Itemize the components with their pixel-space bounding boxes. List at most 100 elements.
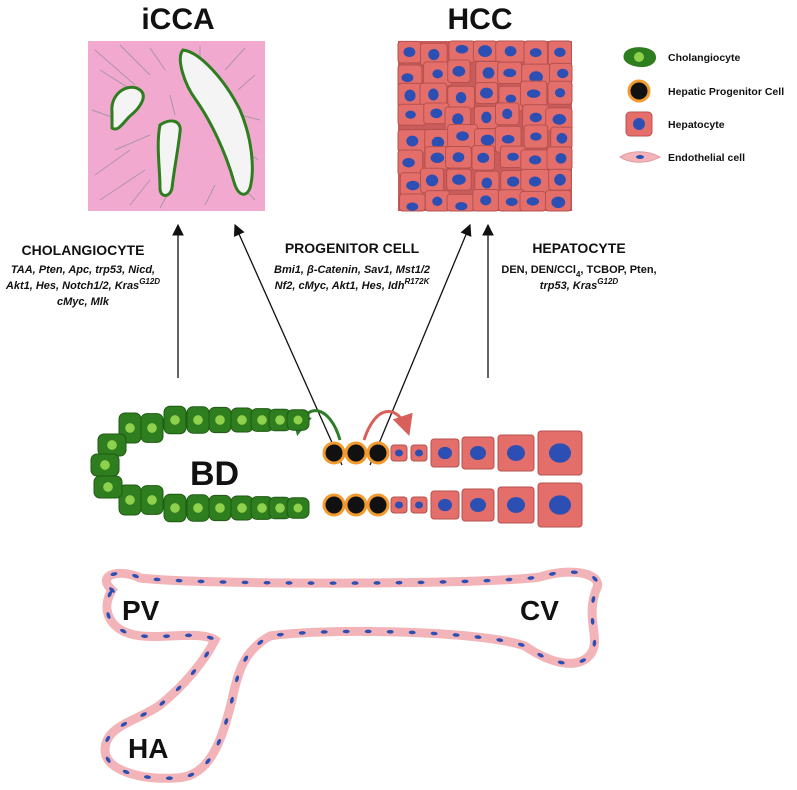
legend-endothelial-label: Endothelial cell — [668, 152, 745, 164]
progenitor-line2: Nf2, cMyc, Akt1, Hes, IdhR172K — [275, 277, 431, 292]
endothelial-nucleus — [141, 634, 149, 639]
hepatic-progenitor-cell — [366, 493, 390, 517]
hepatic-progenitor-cell — [322, 441, 346, 465]
endothelial-nucleus — [505, 577, 513, 582]
hepatocyte-cords — [322, 430, 583, 528]
endothelial-nucleus — [219, 580, 227, 584]
endothelial-nucleus — [537, 652, 544, 658]
endothelial-nucleus — [165, 776, 173, 781]
endothelial-nucleus — [163, 634, 171, 638]
endothelial-nucleus — [579, 658, 587, 663]
endothelial-nucleus — [122, 769, 130, 775]
endothelial-nucleus — [298, 631, 306, 635]
endothelial-nucleus — [132, 573, 139, 579]
endothelial-nucleus — [159, 700, 166, 706]
endothelial-nucleus — [430, 631, 438, 636]
cholangiocyte-heading: CHOLANGIOCYTE — [22, 242, 145, 258]
endothelial-nucleus — [417, 580, 425, 585]
endothelial-nucleus — [106, 612, 111, 619]
title-icca: iCCA — [141, 3, 214, 36]
endothelial-nucleus — [229, 696, 234, 704]
cholangiocyte-line1: TAA, Pten, Apc, trp53, Nicd, — [11, 264, 155, 276]
endothelial-nucleus — [591, 595, 596, 603]
lineage-arrows — [172, 223, 494, 466]
endothelial-nucleus — [373, 581, 381, 585]
hepatic-progenitor-cell — [344, 493, 368, 517]
endothelial-nucleus — [452, 633, 460, 637]
endothelial-nucleus — [257, 639, 264, 645]
hepatocyte-heading: HEPATOCYTE — [532, 240, 625, 256]
hepatocyte-line1: DEN, DEN/CCl4, TCBOP, Pten, — [501, 264, 656, 279]
endothelial-nucleus — [395, 580, 403, 585]
endothelial-nucleus — [285, 581, 293, 585]
endothelial-nucleus — [143, 775, 151, 779]
endothelial-nucleus — [548, 571, 556, 576]
endothelial-nucleus — [329, 581, 337, 585]
arrow-progenitor-to-hcc — [369, 223, 472, 466]
label-central-vein: CV — [520, 595, 559, 626]
endothelial-nucleus — [185, 633, 193, 638]
endothelial-nucleus — [110, 572, 118, 576]
progenitor-genes: PROGENITOR CELL Bmi1, β-Catenin, Sav1, M… — [274, 240, 431, 292]
endothelial-nucleus — [557, 660, 565, 665]
endothelial-nucleus — [461, 579, 469, 584]
progenitor-heading: PROGENITOR CELL — [285, 240, 420, 256]
endothelial-nucleus — [320, 630, 328, 634]
endothelial-nucleus — [483, 578, 491, 583]
endothelial-nucleus — [474, 635, 482, 639]
label-portal-vein: PV — [122, 595, 160, 626]
hepatic-progenitor-cell — [366, 441, 390, 465]
cholangiocyte-line2: Akt1, Hes, Notch1/2, KrasG12D — [5, 277, 160, 292]
endothelial-nucleus — [307, 581, 315, 585]
endothelial-nucleus — [153, 577, 161, 582]
endothelial-nucleus — [205, 758, 211, 765]
endothelial-nucleus — [527, 576, 535, 580]
endothelial-nucleus — [187, 772, 195, 778]
title-hcc: HCC — [448, 3, 513, 36]
hepatic-progenitor-cell — [344, 441, 368, 465]
endothelial-nucleus — [175, 578, 183, 583]
legend-progenitor-label: Hepatic Progenitor Cell — [668, 86, 784, 98]
endothelial-nucleus — [590, 617, 595, 625]
endothelial-nucleus — [206, 635, 214, 640]
endothelial-nucleus — [235, 675, 240, 683]
endothelial-nucleus — [439, 580, 447, 584]
endothelial-nucleus — [109, 587, 115, 593]
hepatic-progenitor-cell — [322, 493, 346, 517]
endothelial-nucleus — [342, 629, 350, 634]
endothelial-nucleus — [120, 722, 128, 727]
endothelial-nucleus — [364, 629, 372, 634]
endothelial-nucleus — [386, 629, 394, 634]
endothelial-nucleus — [224, 718, 229, 725]
endothelial-nucleus — [175, 685, 182, 692]
endothelial-nucleus — [276, 632, 284, 637]
endothelial-nucleus — [570, 570, 578, 575]
bile-duct-epithelium — [90, 405, 310, 523]
endothelial-nucleus — [496, 638, 504, 642]
endothelial-nucleus — [592, 639, 597, 647]
cholangiocyte-genes: CHOLANGIOCYTE TAA, Pten, Apc, trp53, Nic… — [5, 242, 160, 308]
arrow-progenitor-to-hepatocyte — [362, 410, 413, 441]
endothelial-nucleus — [243, 655, 249, 662]
label-bile-duct: BD — [190, 455, 239, 493]
legend: Cholangiocyte Hepatic Progenitor Cell He… — [619, 47, 784, 164]
endothelial-nucleus — [517, 642, 525, 647]
endothelial-nucleus — [241, 580, 249, 585]
endothelial-nucleus — [216, 738, 221, 746]
legend-progenitor-swatch — [627, 79, 651, 103]
icca-tissue-panel — [88, 41, 265, 211]
endothelial-nucleus — [204, 651, 210, 658]
cholangiocyte-line3: cMyc, Mlk — [57, 296, 110, 308]
legend-cholangiocyte-label: Cholangiocyte — [668, 52, 741, 64]
legend-hepatocyte-label: Hepatocyte — [668, 119, 725, 131]
endothelial-nucleus — [105, 735, 111, 743]
endothelial-nucleus — [408, 630, 416, 635]
endothelial-nucleus — [197, 579, 205, 584]
label-hepatic-artery: HA — [128, 733, 168, 764]
endothelial-nucleus — [140, 712, 147, 717]
endothelial-nucleus — [105, 756, 111, 763]
progenitor-line1: Bmi1, β-Catenin, Sav1, Mst1/2 — [274, 264, 430, 276]
endothelial-nucleus — [120, 628, 127, 634]
endothelial-nucleus — [190, 669, 197, 676]
